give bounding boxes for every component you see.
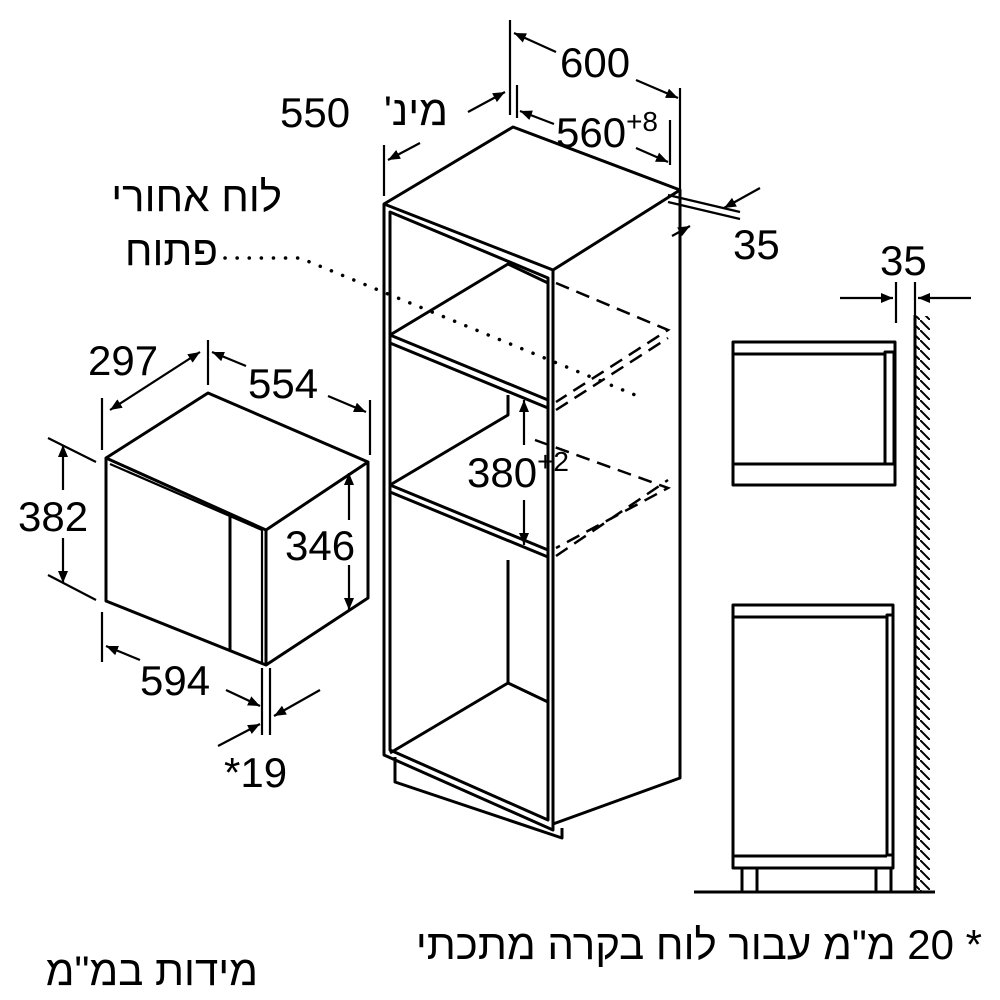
appliance-front-width: 594 <box>140 657 211 704</box>
appliance-height: 382 <box>18 493 89 540</box>
appliance-body-width: 554 <box>248 360 319 407</box>
cabinet-min-depth-value: 550 <box>280 89 351 136</box>
cabinet-inner-width-tolerance: +8 <box>626 106 659 137</box>
appliance-body-height: 346 <box>285 522 356 569</box>
back-panel-label-line2: פתוח <box>124 227 218 274</box>
back-panel-label-line1: לוח אחורי <box>111 173 282 220</box>
appliance-depth: 297 <box>88 337 159 384</box>
niche-height: 380+2 <box>467 448 569 496</box>
cabinet-outer-width: 600 <box>560 39 631 86</box>
appliance-drawing <box>47 340 372 747</box>
cabinet-min-depth-label: מינ' <box>383 87 448 134</box>
cabinet-back-gap: 35 <box>733 221 780 268</box>
side-view-drawing <box>694 282 971 894</box>
niche-height-value: 380 <box>467 449 538 496</box>
niche-height-tolerance: +2 <box>537 446 570 477</box>
cabinet-drawing <box>223 20 761 840</box>
side-view-wall-gap: 35 <box>880 237 927 284</box>
footnote: * 20 מ"מ עבור לוח בקרה מתכתי <box>415 921 982 968</box>
cabinet-inner-width: 560+8 <box>556 108 658 156</box>
units-note: מידות במ"מ <box>45 947 258 994</box>
cabinet-inner-width-value: 560 <box>556 109 627 156</box>
appliance-front-thickness: *19 <box>224 749 288 796</box>
